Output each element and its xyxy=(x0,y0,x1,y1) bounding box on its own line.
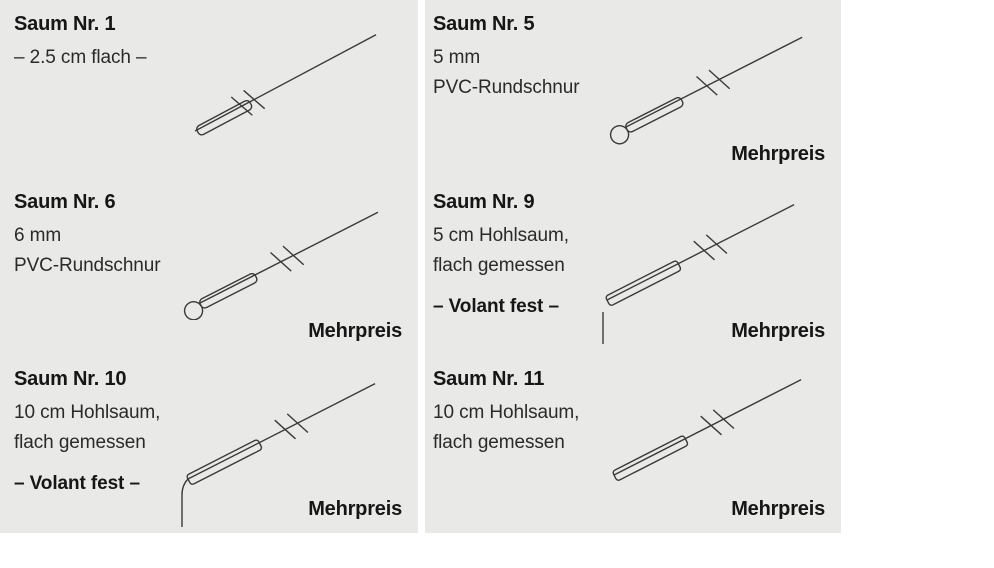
pvc-round-cord-seam-drawing xyxy=(600,20,810,145)
pvc-round-cord-seam-drawing xyxy=(172,198,387,320)
seam-spec-line: 6 mm xyxy=(14,225,62,246)
seam-spec-line: flach gemessen xyxy=(433,432,565,453)
seam-spec-line: PVC-Rundschnur xyxy=(14,255,161,276)
flat-seam-drawing xyxy=(185,25,380,140)
panel-left-column xyxy=(0,0,418,533)
surcharge-label: Mehrpreis xyxy=(731,143,825,165)
hollow-seam-volant-drawing xyxy=(593,188,813,348)
surcharge-label: Mehrpreis xyxy=(308,320,402,342)
seam-option-9: Saum Nr. 9 5 cm Hohlsaum, flach gemessen… xyxy=(425,178,841,355)
seam-title: Saum Nr. 1 xyxy=(14,13,116,35)
seam-option-1: Saum Nr. 1 – 2.5 cm flach – xyxy=(0,0,418,178)
seam-option-11: Saum Nr. 11 10 cm Hohlsaum, flach gemess… xyxy=(425,355,841,533)
seam-title: Saum Nr. 6 xyxy=(14,191,116,213)
seam-title: Saum Nr. 11 xyxy=(433,368,545,390)
surcharge-label: Mehrpreis xyxy=(731,320,825,342)
seam-option-5: Saum Nr. 5 5 mm PVC-Rundschnur Mehrpreis xyxy=(425,0,841,178)
volant-note: – Volant fest – xyxy=(14,473,140,494)
panel-right-column xyxy=(425,0,841,533)
seam-title: Saum Nr. 5 xyxy=(433,13,535,35)
seam-spec-line: 10 cm Hohlsaum, xyxy=(433,402,580,423)
seam-title: Saum Nr. 10 xyxy=(14,368,127,390)
seam-option-6: Saum Nr. 6 6 mm PVC-Rundschnur Mehrpreis xyxy=(0,178,418,355)
seam-option-10: Saum Nr. 10 10 cm Hohlsaum, flach gemess… xyxy=(0,355,418,533)
seam-title: Saum Nr. 9 xyxy=(433,191,535,213)
surcharge-label: Mehrpreis xyxy=(731,498,825,520)
seam-spec-line: 5 mm xyxy=(433,47,481,68)
seam-spec-line: flach gemessen xyxy=(433,255,565,276)
surcharge-label: Mehrpreis xyxy=(308,498,402,520)
volant-note: – Volant fest – xyxy=(433,296,559,317)
seam-spec-line: – 2.5 cm flach – xyxy=(14,47,147,68)
seam-spec-line: 10 cm Hohlsaum, xyxy=(14,402,161,423)
hollow-seam-drawing xyxy=(600,375,815,493)
seam-spec-line: flach gemessen xyxy=(14,432,146,453)
seam-spec-line: 5 cm Hohlsaum, xyxy=(433,225,569,246)
hollow-seam-volant-bent-drawing xyxy=(172,369,389,529)
seam-spec-line: PVC-Rundschnur xyxy=(433,77,580,98)
